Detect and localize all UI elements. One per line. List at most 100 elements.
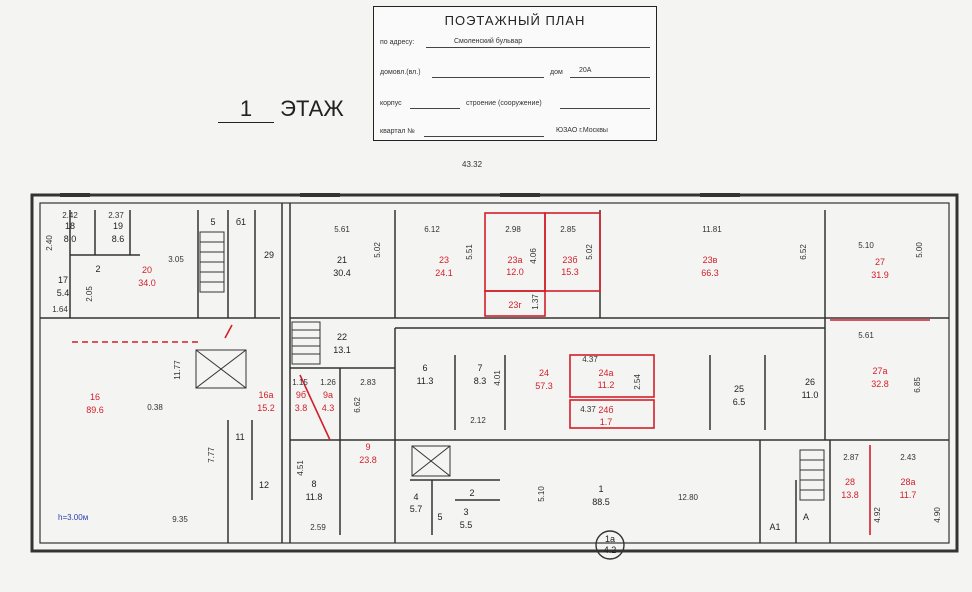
dim-label: 2.83 <box>360 378 376 387</box>
room-5b-no: 5 <box>437 512 442 522</box>
dim-label: 2.43 <box>900 453 916 462</box>
district: ЮЗАО г.Москвы <box>556 127 608 134</box>
dim-label: 2.87 <box>843 453 859 462</box>
room-4-area: 5.7 <box>410 504 423 514</box>
room-26-no: 26 <box>805 377 815 387</box>
room-16a-no: 16а <box>258 390 273 400</box>
structure-line <box>560 108 650 109</box>
room-23a-no: 23а <box>507 255 522 265</box>
room-16-no: 16 <box>90 392 100 402</box>
room-24-area: 57.3 <box>535 381 553 391</box>
dim-label: 6.52 <box>799 244 808 260</box>
room-27a-no: 27а <box>872 366 887 376</box>
dim-label: 4.51 <box>296 460 305 476</box>
dim-label: 5.61 <box>858 331 874 340</box>
dim-label: 2.42 <box>62 211 78 220</box>
dim-label: 5.02 <box>585 244 594 260</box>
red-partitions <box>72 212 930 535</box>
house-label: домовл.(вл.) <box>380 69 421 76</box>
house-no: 20А <box>579 67 592 74</box>
room-23v-area: 66.3 <box>701 268 719 278</box>
room-16a-area: 15.2 <box>257 403 275 413</box>
dim-label: 2.12 <box>470 416 486 425</box>
room-21-no: 21 <box>337 255 347 265</box>
room-23b-no: 23б <box>562 255 577 265</box>
dim-label: 5.10 <box>858 241 874 250</box>
dim-label: 1.26 <box>320 378 336 387</box>
dim-label: 2.85 <box>560 225 576 234</box>
room-25-no: 25 <box>734 384 744 394</box>
room-28-area: 13.8 <box>841 490 859 500</box>
room-24-no: 24 <box>539 368 549 378</box>
stairs <box>199 231 825 501</box>
room-22-area: 13.1 <box>333 345 351 355</box>
dim-label: 12.80 <box>678 493 699 502</box>
dim-label: 4.92 <box>873 507 882 523</box>
room-1-area: 88.5 <box>592 497 610 507</box>
height-note: h=3.00м <box>58 513 88 522</box>
room-9a-area: 4.3 <box>322 403 335 413</box>
outer-wall <box>30 193 959 553</box>
dim-label: 11.81 <box>702 225 722 234</box>
room-26-area: 11.0 <box>802 390 819 400</box>
address-line <box>426 47 650 48</box>
room-b1-no: б1 <box>236 217 246 227</box>
room-27-no: 27 <box>875 257 885 267</box>
dim-label: 5.00 <box>915 242 924 258</box>
quarter-line <box>424 136 544 137</box>
room-17-no: 17 <box>58 275 68 285</box>
dim-label: 2.37 <box>108 211 124 220</box>
house-no-label: дом <box>550 69 563 76</box>
room-9-no: 9 <box>365 442 370 452</box>
dim-label: 6.62 <box>353 397 362 413</box>
building-line <box>410 108 460 109</box>
overall-dimension: 43.32 <box>462 160 483 169</box>
room-28-no: 28 <box>845 477 855 487</box>
room-18-no: 18 <box>65 221 75 231</box>
room-24b-no: 24б <box>598 405 613 415</box>
room-11-no: 11 <box>235 432 244 442</box>
dim-label: 2.40 <box>45 235 54 251</box>
column-round <box>595 530 625 560</box>
room-3-no: 3 <box>463 507 468 517</box>
room-6-no: 6 <box>422 363 427 373</box>
room-25-area: 6.5 <box>733 397 746 407</box>
dim-label: 5.51 <box>465 244 474 260</box>
dim-label: 5.02 <box>373 242 382 258</box>
room-23a-area: 12.0 <box>506 267 524 277</box>
room-17-area: 5.4 <box>57 288 70 298</box>
dim-label: 4.06 <box>529 248 538 264</box>
dim-label: 7.77 <box>207 447 216 463</box>
dim-label: 2.98 <box>505 225 521 234</box>
room-9b-area: 3.8 <box>295 403 308 413</box>
dim-label: 5.61 <box>334 225 350 234</box>
room-4-no: 4 <box>413 492 418 502</box>
room-24b-area: 1.7 <box>600 417 613 427</box>
room-9b-no: 9б <box>296 390 306 400</box>
room-1-no: 1 <box>598 484 603 494</box>
room-27a-area: 32.8 <box>871 379 889 389</box>
room-19-no: 19 <box>113 221 123 231</box>
dim-label: 6.85 <box>913 377 922 393</box>
room-6-area: 11.3 <box>417 376 434 386</box>
room-23b-area: 15.3 <box>561 267 579 277</box>
room-8-area: 11.8 <box>306 492 323 502</box>
room-23v-no: 23в <box>703 255 718 265</box>
dim-label: 1.15 <box>292 378 308 387</box>
dim-label: 1.37 <box>531 294 540 310</box>
dim-label: 6.12 <box>424 225 440 234</box>
house-line <box>432 77 544 78</box>
room-3-area: 5.5 <box>460 520 473 530</box>
floor-number: 1 <box>218 96 274 123</box>
address-value: Смоленский бульвар <box>454 38 523 45</box>
dim-label: 0.38 <box>147 403 163 412</box>
room-1a-no: 1а <box>605 534 615 544</box>
room-18-area: 8.0 <box>64 234 77 244</box>
room-7-area: 8.3 <box>474 376 487 386</box>
room-9a-no: 9а <box>323 390 333 400</box>
inner-wall-outline <box>39 202 950 544</box>
room-A1-no: А1 <box>769 522 780 532</box>
dim-label: 5.10 <box>537 486 546 502</box>
room-9-area: 23.8 <box>359 455 377 465</box>
